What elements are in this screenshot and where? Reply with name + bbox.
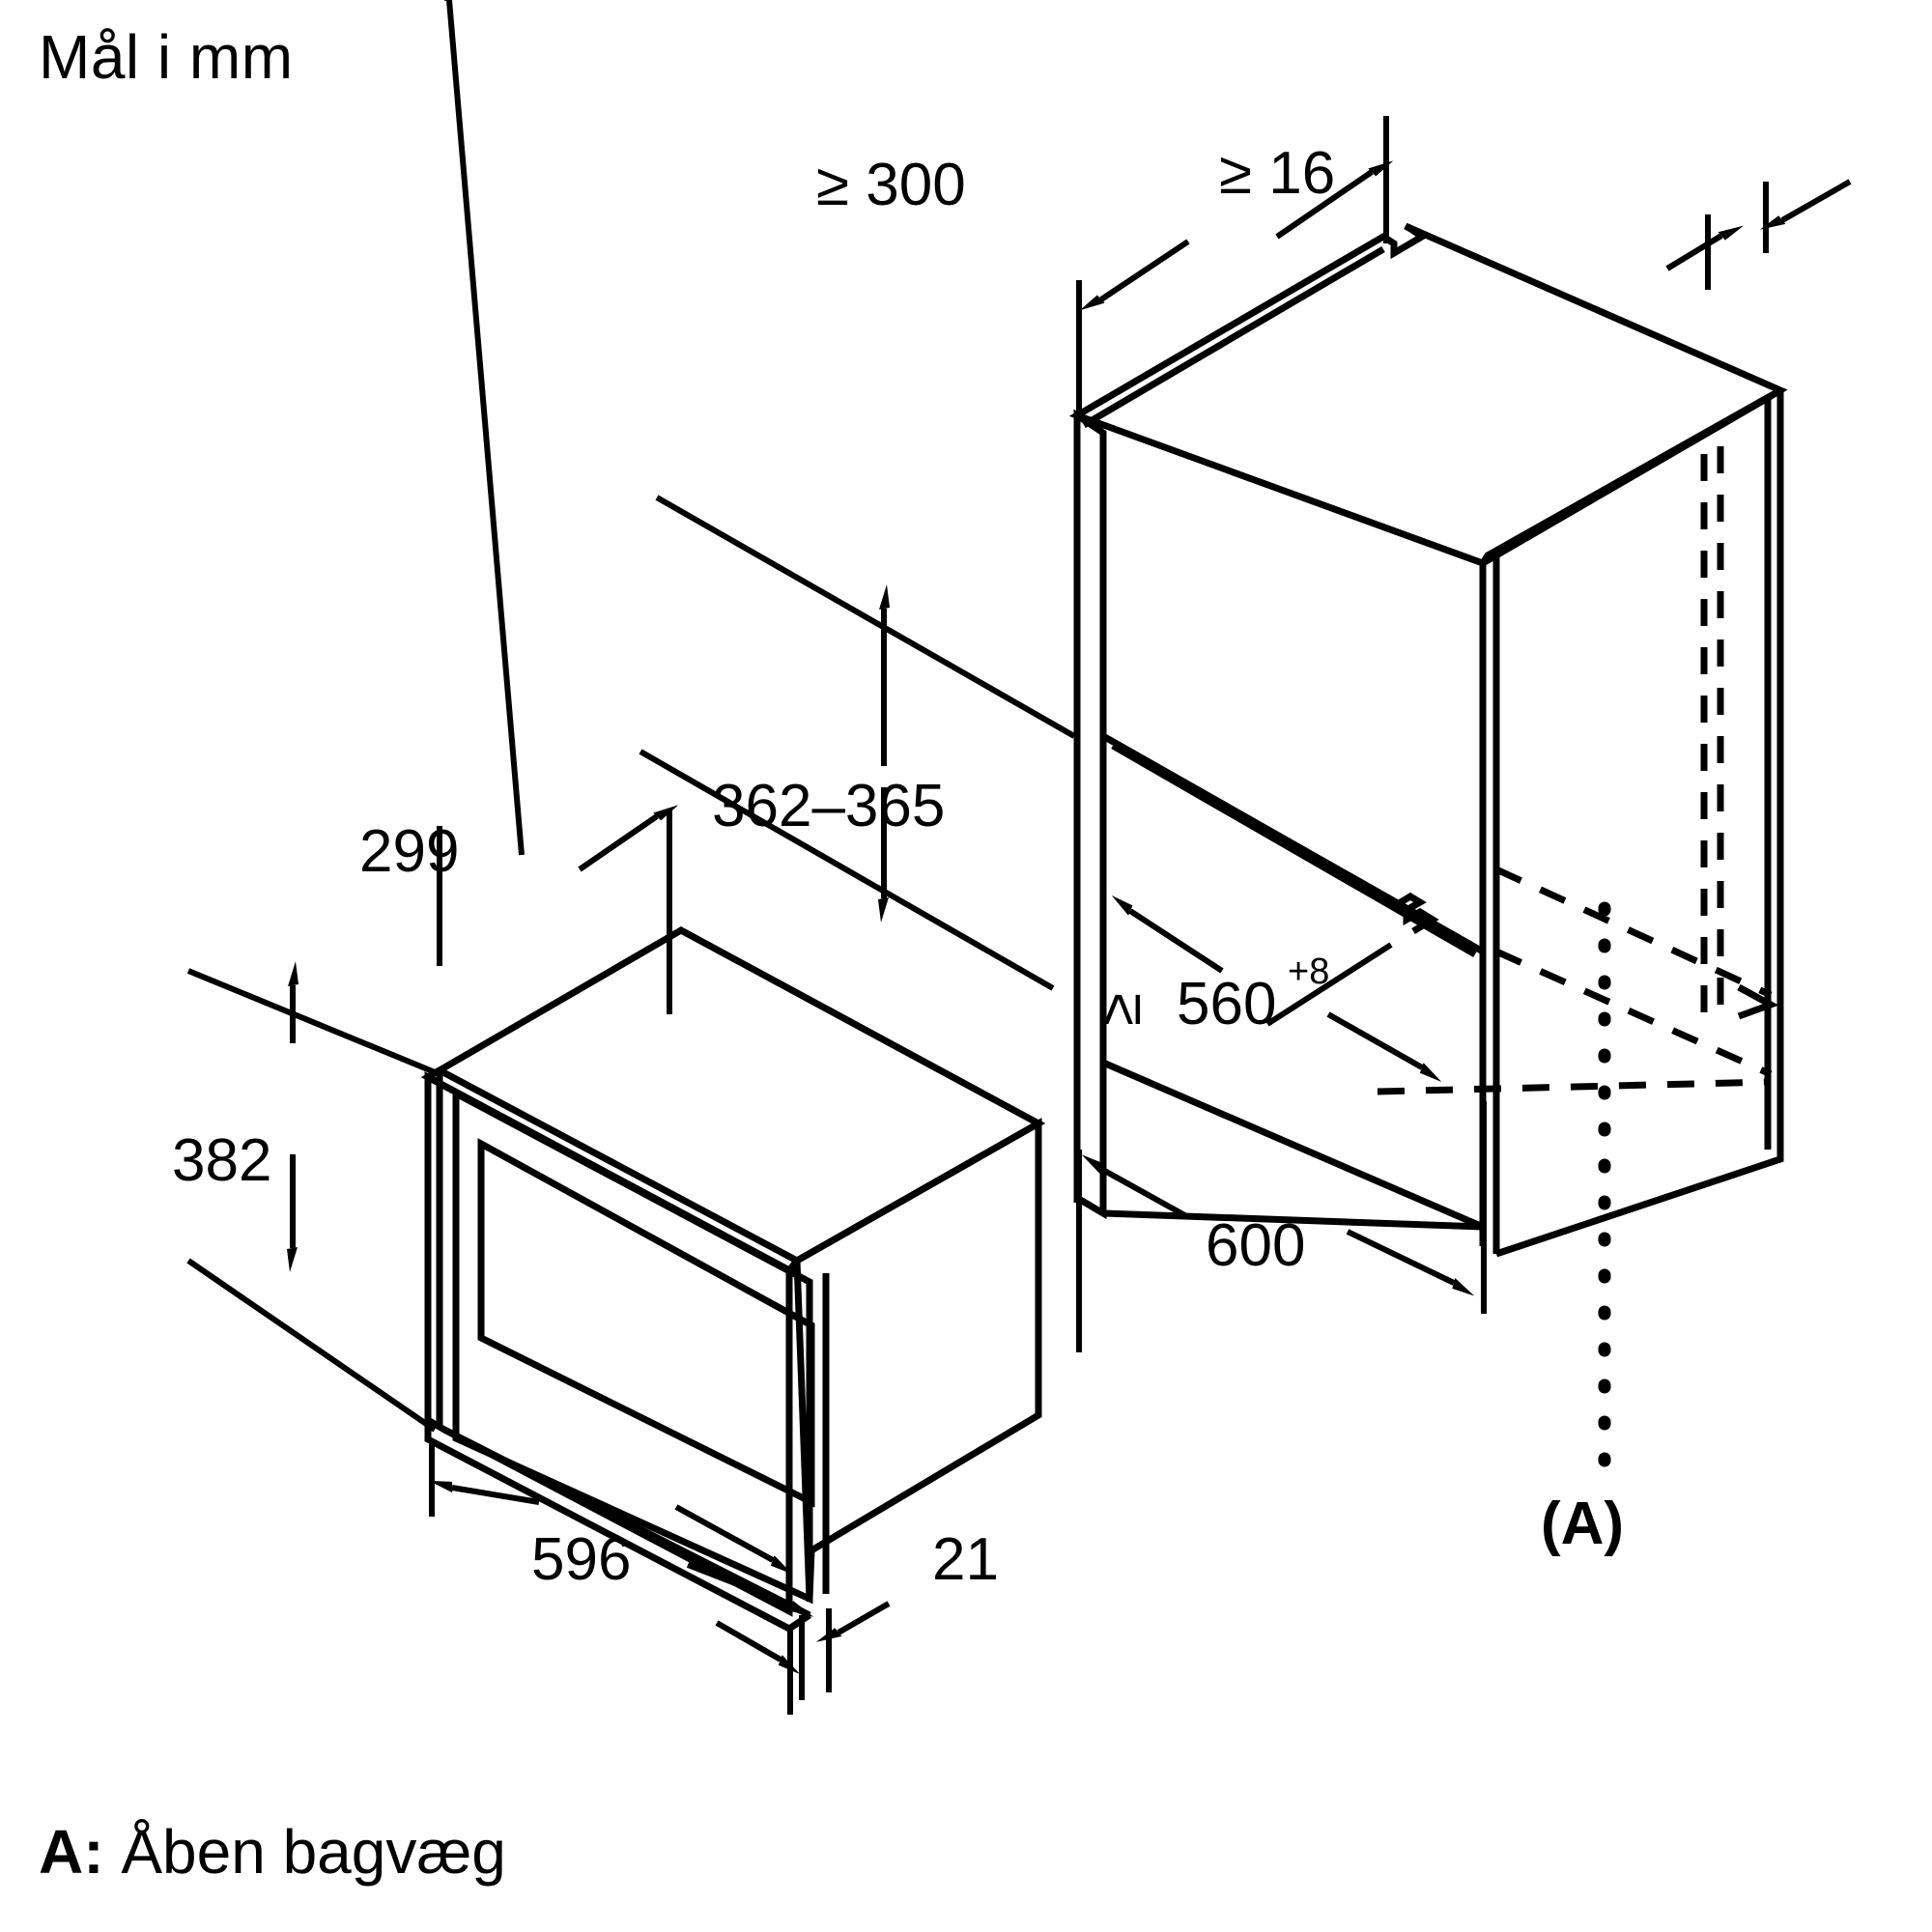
dim-label-niche-width-tolerance: +8 — [1288, 952, 1329, 992]
hidden-rear-diag-bottom — [1377, 1078, 1772, 1095]
niche-top-panel — [1068, 222, 1788, 567]
arrow-16-outer — [1759, 179, 1852, 230]
ext-line-362-top — [655, 495, 1076, 739]
niche-bottom-front-edge — [1102, 1209, 1484, 1231]
arrow-21-out-left — [715, 1620, 801, 1675]
rear-wall-callout-label: (A) — [1541, 1491, 1624, 1557]
niche-top-panel-inner2 — [1480, 390, 1776, 565]
arrow-299-right — [578, 805, 679, 872]
dim-niche-height — [639, 495, 1076, 991]
niche-left-panel-front — [1073, 409, 1107, 1220]
niche-hidden-lines — [1377, 446, 1773, 1095]
dim-label-appliance-height: 382 — [172, 1127, 271, 1194]
dim-front-overhang — [674, 1504, 891, 1715]
arrow-560-left — [1111, 895, 1224, 974]
dim-appliance-depth — [437, 0, 679, 1014]
niche-right-outer-panel — [1494, 390, 1784, 1258]
ext-line-362-bottom — [639, 749, 1055, 991]
legend-marker: A: — [39, 1817, 104, 1887]
arrow-600-right — [1346, 1229, 1475, 1296]
dim-label-front-overhang: 21 — [932, 1526, 999, 1593]
arrow-299-left — [444, 0, 525, 856]
dim-niche-width — [1111, 895, 1442, 1082]
dim-cabinet-width — [1076, 1101, 1487, 1352]
appliance-bottom-trim — [442, 1426, 811, 1619]
arrow-16-inner — [1665, 225, 1744, 271]
legend-footnote: A: Åben bagvæg — [39, 1816, 506, 1888]
arrow-596-right — [686, 1562, 814, 1617]
arrow-560-right — [1326, 1011, 1442, 1082]
appliance-top — [432, 925, 1046, 1264]
niche-ledge-notch — [1389, 892, 1439, 935]
legend-text: Åben bagvæg — [103, 1817, 506, 1887]
hidden-rear-arrowhead — [1737, 983, 1779, 1020]
arrow-596-left — [428, 1480, 540, 1505]
dim-label-clearance-above: ≥ 300 — [816, 152, 966, 218]
dim-wall-thickness — [1665, 179, 1852, 290]
dim-label-wall-thickness: ≥ 16 — [1219, 140, 1335, 207]
dim-appliance-width — [428, 1444, 814, 1700]
dim-label-cabinet-width: 600 — [1206, 1212, 1305, 1279]
dim-label-niche-width-value: 560 — [1177, 971, 1276, 1037]
niche-left-inner-wall-top — [1111, 742, 1477, 958]
leader-560-ledge — [1265, 942, 1393, 1027]
hidden-rear-diag-upper — [1494, 866, 1773, 999]
dim-appliance-height — [186, 961, 441, 1433]
dim-label-appliance-depth: 299 — [359, 818, 459, 885]
niche-cabinet — [1068, 222, 1788, 1258]
dim-label-appliance-width: 596 — [531, 1526, 631, 1593]
dim-clearance-above — [1076, 116, 1394, 417]
dim-label-niche-width-gte: ≥ — [1087, 993, 1153, 1026]
arrow-21-out-right — [815, 1601, 891, 1642]
arrow-300-left — [1079, 239, 1190, 311]
hidden-rear-diag-lower — [1494, 948, 1773, 1078]
arrow-21-left — [674, 1504, 793, 1575]
microwave-appliance — [420, 925, 1046, 1634]
arrow-300-right — [1275, 160, 1394, 240]
ext-line-382-bottom — [186, 1258, 437, 1433]
dim-label-niche-height: 362–365 — [712, 773, 945, 839]
page-title: Mål i mm — [39, 22, 294, 92]
appliance-right-side — [793, 1117, 1042, 1600]
ext-line-382-top — [186, 968, 441, 1077]
arrow-600-left — [1081, 1154, 1190, 1220]
niche-top-panel-inner — [1082, 245, 1385, 429]
dim-label-niche-width-group: ≥ 560 +8 — [1087, 952, 1329, 1037]
